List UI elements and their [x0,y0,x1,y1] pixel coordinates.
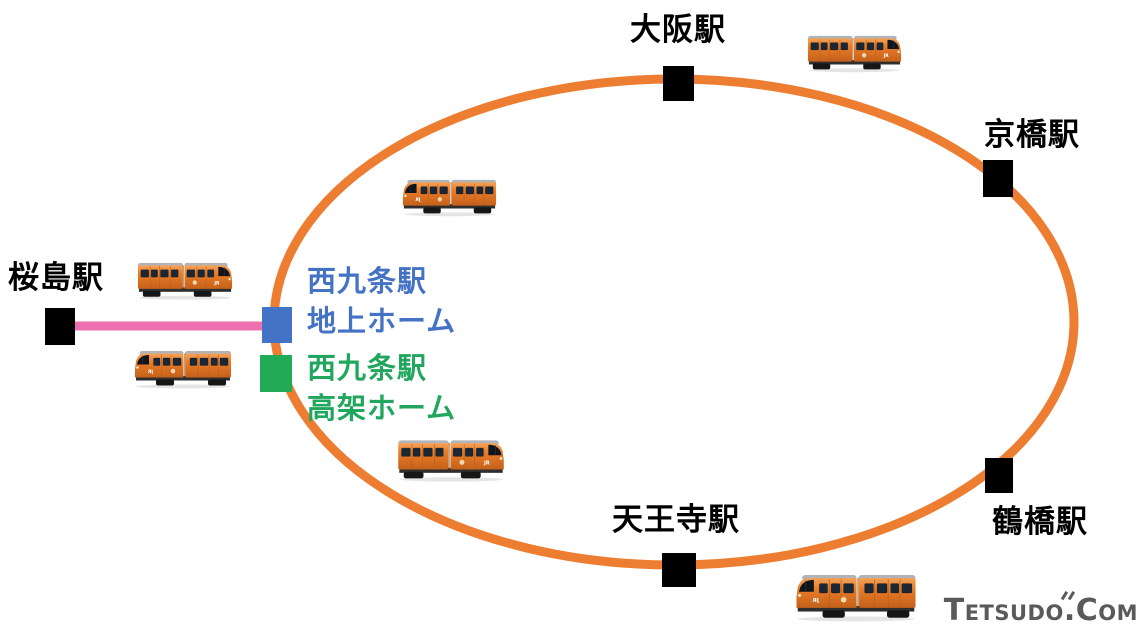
station-marker-nishikujo-ground [262,307,292,343]
station-label-tsuruhashi: 鶴橋駅 [992,504,1088,540]
train-icon [794,570,918,622]
station-marker-tennoji [662,553,696,587]
train-icon [806,32,903,73]
station-marker-tsuruhashi [985,458,1013,493]
train-icon [401,176,498,217]
station-marker-kyobashi [983,160,1013,197]
station-label-nishikujo-ground: 西九条駅 地上ホーム [307,261,456,341]
station-marker-osaka [663,66,694,101]
train-icon [396,436,506,482]
train-icon [133,347,233,389]
station-label-kyobashi: 京橋駅 [984,117,1080,153]
shine-icon [1060,591,1075,600]
station-label-nishikujo-elevated: 西九条駅 高架ホーム [307,348,456,428]
station-name: 西九条駅 [307,264,428,298]
station-name: 西九条駅 [307,351,428,385]
station-marker-sakurajima [45,308,75,345]
platform-name: 地上ホーム [307,304,457,338]
watermark: Tetsudo.Com [943,591,1138,628]
platform-name: 高架ホーム [307,391,457,425]
station-label-tennoji: 天王寺駅 [612,502,740,538]
station-label-osaka: 大阪駅 [630,12,726,48]
station-label-sakurajima: 桜島駅 [8,260,104,296]
train-icon [136,259,234,300]
watermark-text: Tetsudo.Com [943,593,1138,628]
station-marker-nishikujo-elevated [260,355,292,392]
